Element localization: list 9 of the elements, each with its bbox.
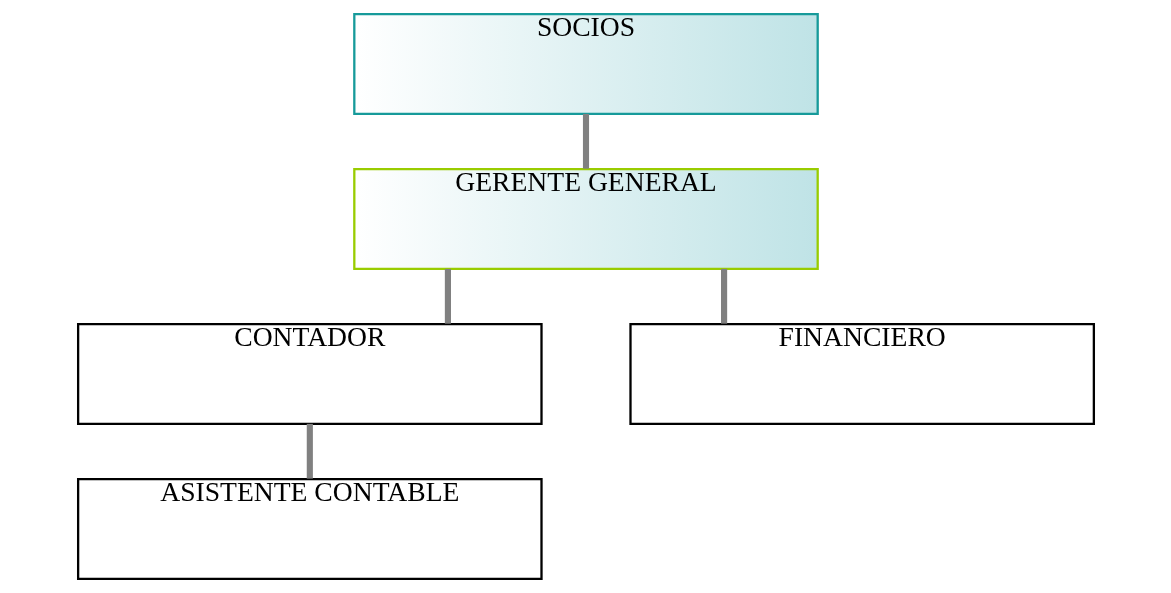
connector [582,113,589,169]
connector [720,268,727,324]
connector [444,268,451,324]
node-box: FINANCIERO [628,322,1095,425]
node-box: GERENTE GENERAL [352,168,819,271]
node-box: CONTADOR [76,322,543,425]
node-box: SOCIOS [352,13,819,116]
node-box: ASISTENTE CONTABLE [76,477,543,580]
connector [306,423,313,479]
